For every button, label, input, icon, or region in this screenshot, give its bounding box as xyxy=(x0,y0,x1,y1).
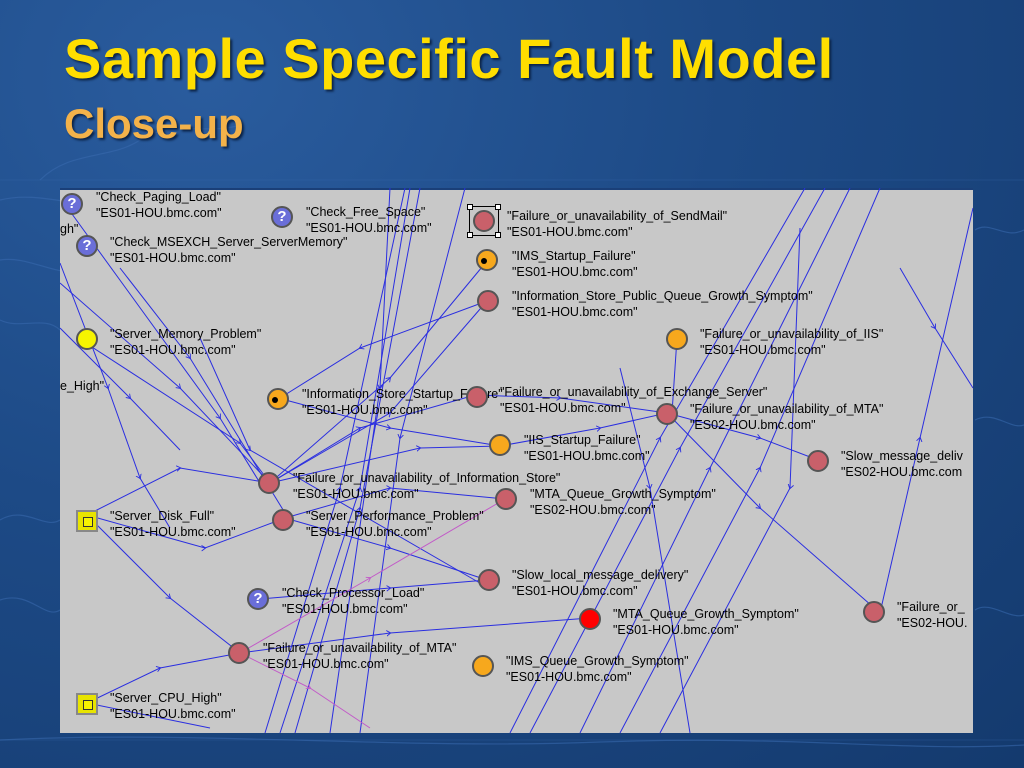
status-circle xyxy=(495,488,517,510)
node-host: "ES02-HOU.bmc.com" xyxy=(690,418,816,432)
node-name: "Failure_or_ xyxy=(897,600,965,614)
status-circle xyxy=(473,210,495,232)
node-name: "Check_MSEXCH_Server_ServerMemory" xyxy=(110,235,348,249)
square-icon xyxy=(76,510,98,532)
question-icon: ? xyxy=(61,193,83,215)
node-host: "ES01-HOU.bmc.com" xyxy=(302,403,428,417)
node-name: "Slow_local_message_delivery" xyxy=(512,568,689,582)
node-host: "ES01-HOU.bmc.com" xyxy=(512,305,638,319)
node-host: "ES01-HOU.bmc.com" xyxy=(512,584,638,598)
fault-model-graph[interactable]: gh" e_High" ? "Check_Paging_Load" "ES01-… xyxy=(60,188,973,733)
selection-box xyxy=(467,204,501,238)
node-name: "Information_Store_Public_Queue_Growth_S… xyxy=(512,289,813,303)
status-circle xyxy=(476,249,498,271)
node-host: "ES01-HOU.bmc.com" xyxy=(110,343,236,357)
square-icon xyxy=(76,693,98,715)
node-host: "ES01-HOU.bmc.com" xyxy=(263,657,389,671)
node-name: "Server_Memory_Problem" xyxy=(110,327,262,341)
status-circle xyxy=(267,388,289,410)
node-host: "ES01-HOU.bmc.com" xyxy=(506,670,632,684)
node-host: "ES01-HOU.bmc.com" xyxy=(507,225,633,239)
node-name: "IIS_Startup_Failure" xyxy=(524,433,641,447)
node-name: "Information_Store_Startup_Failure" xyxy=(302,387,503,401)
question-icon: ? xyxy=(271,206,293,228)
status-circle xyxy=(666,328,688,350)
node-host: "ES01-HOU.bmc.com" xyxy=(110,525,236,539)
status-circle xyxy=(807,450,829,472)
node-host: "ES02-HOU. xyxy=(897,616,968,630)
status-circle xyxy=(863,601,885,623)
node-name: "MTA_Queue_Growth_Symptom" xyxy=(613,607,799,621)
status-circle xyxy=(272,509,294,531)
node-name: "Failure_or_unavailability_of_SendMail" xyxy=(507,209,728,223)
node-host: "ES01-HOU.bmc.com" xyxy=(282,602,408,616)
panel-top-border xyxy=(60,188,973,190)
node-name: "Check_Free_Space" xyxy=(306,205,426,219)
question-icon: ? xyxy=(247,588,269,610)
node-name: "Check_Paging_Load" xyxy=(96,190,221,204)
node-host: "ES01-HOU.bmc.com" xyxy=(96,206,222,220)
node-name: "Server_Disk_Full" xyxy=(110,509,215,523)
status-circle xyxy=(579,608,601,630)
node-name: "Server_CPU_High" xyxy=(110,691,222,705)
status-circle xyxy=(76,328,98,350)
node-name: "Failure_or_unavailability_of_MTA" xyxy=(263,641,457,655)
status-circle xyxy=(466,386,488,408)
node-host: "ES01-HOU.bmc.com" xyxy=(110,251,236,265)
node-host: "ES01-HOU.bmc.com" xyxy=(500,401,626,415)
node-name: "Failure_or_unavailability_of_IIS" xyxy=(700,327,884,341)
node-host: "ES02-HOU.bmc.com" xyxy=(530,503,656,517)
node-host: "ES01-HOU.bmc.com" xyxy=(700,343,826,357)
node-name: "IMS_Startup_Failure" xyxy=(512,249,636,263)
status-circle xyxy=(656,403,678,425)
node-name: "Failure_or_unavailability_of_Exchange_S… xyxy=(500,385,768,399)
node-host: "ES01-HOU.bmc.com" xyxy=(306,221,432,235)
status-circle xyxy=(258,472,280,494)
status-circle xyxy=(489,434,511,456)
node-name: "Failure_or_unavailability_of_Informatio… xyxy=(293,471,561,485)
node-host: "ES01-HOU.bmc.com" xyxy=(306,525,432,539)
node-name: "IMS_Queue_Growth_Symptom" xyxy=(506,654,689,668)
node-host: "ES01-HOU.bmc.com" xyxy=(613,623,739,637)
node-host: "ES01-HOU.bmc.com" xyxy=(293,487,419,501)
question-icon: ? xyxy=(76,235,98,257)
node-host: "ES02-HOU.bmc.com xyxy=(841,465,963,479)
node-name: "Check_Processor_Load" xyxy=(282,586,425,600)
node-name: "Slow_message_deliv xyxy=(841,449,963,463)
status-circle xyxy=(228,642,250,664)
clipped-label-2: e_High" xyxy=(60,379,105,393)
node-host: "ES01-HOU.bmc.com" xyxy=(512,265,638,279)
status-circle xyxy=(478,569,500,591)
slide-subtitle: Close-up xyxy=(64,100,244,147)
slide-title: Sample Specific Fault Model xyxy=(64,27,834,90)
status-circle xyxy=(472,655,494,677)
status-circle xyxy=(477,290,499,312)
clipped-label-1: gh" xyxy=(60,222,79,236)
node-host: "ES01-HOU.bmc.com" xyxy=(110,707,236,721)
node-host: "ES01-HOU.bmc.com" xyxy=(524,449,650,463)
node-name: "MTA_Queue_Growth_Symptom" xyxy=(530,487,716,501)
node-name: "Server_Performance_Problem" xyxy=(306,509,484,523)
edge-layer xyxy=(60,188,973,733)
node-name: "Failure_or_unavailability_of_MTA" xyxy=(690,402,884,416)
